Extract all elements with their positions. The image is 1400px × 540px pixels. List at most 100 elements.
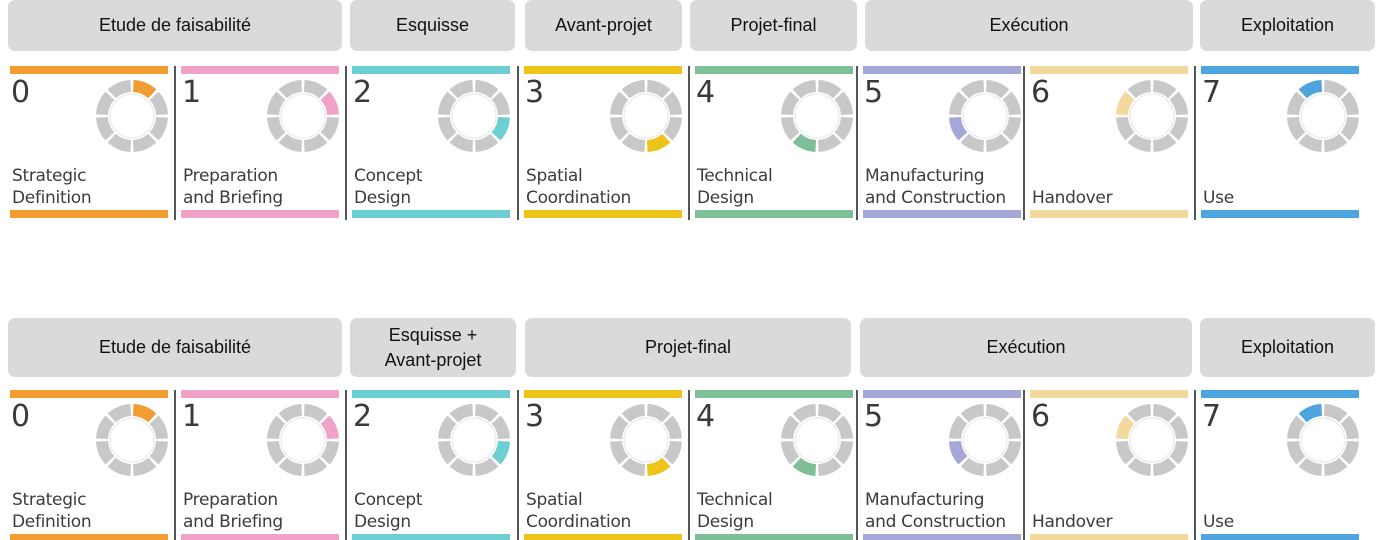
phase-box: Exploitation	[1200, 0, 1375, 51]
stage-number: 2	[353, 75, 373, 110]
stage-title: Use	[1203, 489, 1359, 533]
stage-number: 7	[1202, 75, 1222, 110]
stage-title-line-1: Strategic	[12, 166, 87, 186]
stage-title-line-2: Design	[697, 188, 754, 208]
stage-cycle-icon	[436, 78, 510, 154]
stage-title-line-1: Technical	[697, 490, 773, 510]
phase-box: Etude de faisabilité	[8, 318, 342, 377]
phase-box: Avant-projet	[525, 0, 682, 51]
stage-divider	[1194, 66, 1196, 220]
stage-cycle-icon	[94, 402, 168, 478]
stage-color-bar-bottom	[1030, 210, 1188, 218]
stage-title-line-1	[1032, 165, 1188, 187]
stage-number: 7	[1202, 399, 1222, 434]
stage-cycle-icon	[94, 78, 168, 154]
stage-cycle-icon	[1114, 402, 1188, 478]
stage-color-bar-top	[10, 66, 168, 74]
stage-title-line-1	[1203, 489, 1359, 511]
stage-color-bar-bottom	[181, 210, 339, 218]
stage-number: 3	[525, 75, 545, 110]
stage-cycle-icon	[1114, 78, 1188, 154]
stage-color-bar-top	[524, 390, 682, 398]
stage-title: Use	[1203, 165, 1359, 209]
stage-color-bar-top	[1030, 66, 1188, 74]
stage-title-line-1: Technical	[697, 166, 773, 186]
stage-divider	[688, 390, 690, 540]
stage-color-bar-top	[1201, 390, 1359, 398]
stage-color-bar-top	[863, 390, 1021, 398]
phase-label: Projet-final	[644, 337, 732, 357]
stage-color-bar-top	[10, 390, 168, 398]
stage-divider	[345, 66, 347, 220]
stage-color-bar-bottom	[524, 210, 682, 218]
stage-title-line-2: Use	[1203, 512, 1234, 532]
stage-cycle-icon	[947, 402, 1021, 478]
stage-color-bar-top	[695, 66, 853, 74]
phase-box: Projet-final	[690, 0, 857, 51]
stage-divider	[1194, 390, 1196, 540]
stage-title-line-2: Handover	[1032, 188, 1113, 208]
phase-label: Esquisse + Avant-projet	[384, 324, 482, 370]
stage-number: 6	[1031, 75, 1051, 110]
stage-color-bar-bottom	[181, 534, 339, 540]
stage-color-bar-bottom	[863, 210, 1021, 218]
stage-number: 5	[864, 75, 884, 110]
phase-label: Exécution	[989, 15, 1069, 35]
stage-number: 4	[696, 399, 716, 434]
stage-divider	[174, 390, 176, 540]
stage-title-line-1: Concept	[354, 490, 423, 510]
stage-title-line-1: Manufacturing	[865, 166, 985, 186]
phase-label: Exploitation	[1240, 337, 1335, 357]
stage-title-line-1: Preparation	[183, 166, 278, 186]
stage-color-bar-bottom	[10, 534, 168, 540]
stage-title-line-1: Strategic	[12, 490, 87, 510]
stage-number: 6	[1031, 399, 1051, 434]
stage-cycle-icon	[1285, 402, 1359, 478]
stage-title-line-2: Definition	[12, 512, 92, 532]
stage-color-bar-top	[524, 66, 682, 74]
phase-label: Etude de faisabilité	[98, 337, 252, 357]
stage-cycle-icon	[608, 78, 682, 154]
stage-title-line-2: and Briefing	[183, 188, 283, 208]
stage-number: 0	[11, 75, 31, 110]
stage-title-line-2: Use	[1203, 188, 1234, 208]
phase-box: Exécution	[860, 318, 1192, 377]
stage-title-line-1: Concept	[354, 166, 423, 186]
stage-color-bar-bottom	[524, 534, 682, 540]
stage-divider	[1023, 66, 1025, 220]
stage-color-bar-top	[181, 66, 339, 74]
stage-title: Handover	[1032, 489, 1188, 533]
stage-color-bar-top	[695, 390, 853, 398]
stage-color-bar-bottom	[1030, 534, 1188, 540]
stage-divider	[174, 66, 176, 220]
stage-title-line-2: and Construction	[865, 512, 1006, 532]
stage-cycle-icon	[779, 402, 853, 478]
phase-label: Projet-final	[730, 15, 817, 35]
stage-divider	[517, 66, 519, 220]
stage-number: 0	[11, 399, 31, 434]
stage-cycle-icon	[436, 402, 510, 478]
stage-color-bar-bottom	[1201, 534, 1359, 540]
stage-title-line-2: Coordination	[526, 188, 632, 208]
stage-title-line-1: Spatial	[526, 166, 583, 186]
stage-color-bar-bottom	[695, 534, 853, 540]
stage-color-bar-top	[181, 390, 339, 398]
stage-color-bar-bottom	[1201, 210, 1359, 218]
